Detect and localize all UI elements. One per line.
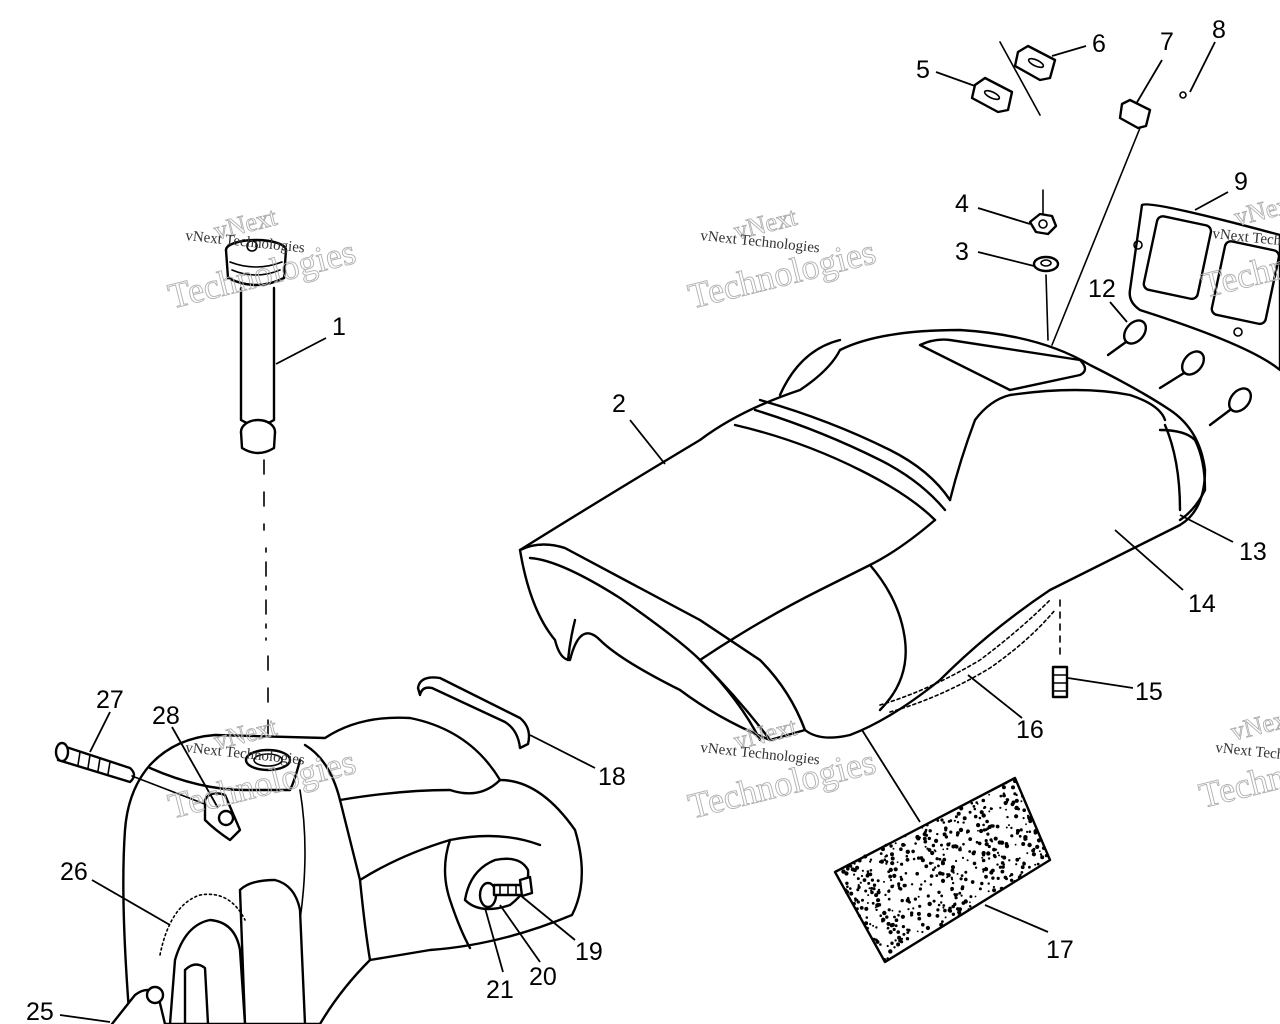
callout-18: 18 (598, 763, 626, 791)
seat-part (518, 328, 1207, 742)
callout-9: 9 (1234, 168, 1248, 196)
foam-pad-texture (841, 778, 1048, 962)
taillight-part (1128, 203, 1280, 372)
callout-16: 16 (1016, 716, 1044, 744)
latch-plate-parts (970, 41, 1187, 346)
fuel-tank-part (122, 716, 583, 1024)
leader-lines (59, 41, 1234, 1023)
callout-28: 28 (152, 702, 180, 730)
callout-3: 3 (955, 238, 969, 266)
callout-21: 21 (486, 976, 514, 1004)
callout-20: 20 (529, 963, 557, 991)
seat-bolt-part (1051, 599, 1069, 699)
callout-12: 12 (1088, 275, 1116, 303)
callout-19: 19 (575, 938, 603, 966)
strap-part (416, 676, 531, 750)
callout-1: 1 (332, 313, 346, 341)
watermark-brand: vNext (1228, 703, 1280, 747)
callout-13: 13 (1239, 538, 1267, 566)
tank-fitting-part (478, 875, 534, 909)
callout-5: 5 (916, 56, 930, 84)
callout-14: 14 (1188, 590, 1216, 618)
callout-labels: 1 2 3 4 5 6 7 8 9 12 13 14 15 16 17 18 1… (26, 16, 1267, 1024)
callout-2: 2 (612, 390, 626, 418)
callout-25: 25 (26, 998, 54, 1024)
callout-15: 15 (1135, 678, 1163, 706)
foam-pad-part (833, 776, 1052, 964)
bulb-parts (1106, 319, 1253, 427)
tank-hose-part (110, 963, 210, 1024)
nut-washer-parts (1028, 189, 1060, 341)
callout-27: 27 (96, 686, 124, 714)
tank-bolt-part (54, 741, 242, 842)
callout-6: 6 (1092, 30, 1106, 58)
callout-8: 8 (1212, 16, 1226, 44)
callout-7: 7 (1160, 28, 1174, 56)
callout-26: 26 (60, 858, 88, 886)
callout-17: 17 (1046, 936, 1074, 964)
filler-neck-part (224, 238, 288, 751)
callout-4: 4 (955, 190, 969, 218)
